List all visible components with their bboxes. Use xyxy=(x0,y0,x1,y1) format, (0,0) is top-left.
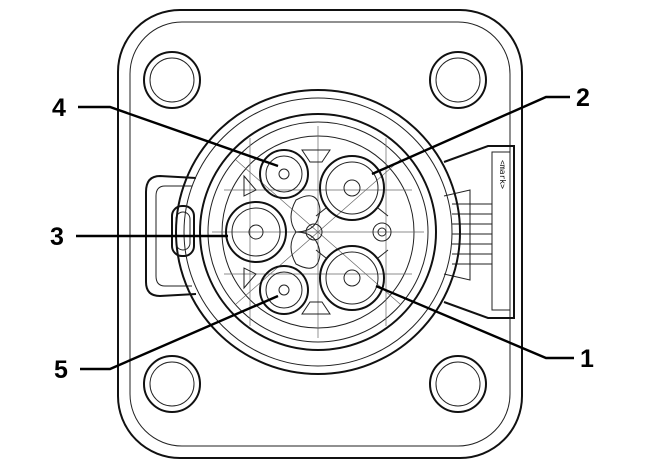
leader-pin-2 xyxy=(371,95,570,176)
mounting-hole-bottom-right xyxy=(429,355,487,413)
mounting-hole-bottom-left xyxy=(143,355,201,413)
pin-3 xyxy=(225,201,287,263)
connector-body xyxy=(175,89,461,375)
callout-pin-4: 4 xyxy=(52,94,66,122)
pin-insert xyxy=(243,149,392,315)
mounting-hole-top-left xyxy=(143,51,201,109)
pin-5 xyxy=(259,265,309,315)
mounting-holes xyxy=(143,51,487,413)
leader-lines xyxy=(76,95,574,371)
callout-pin-1: 1 xyxy=(580,345,594,373)
pin-4 xyxy=(259,149,309,199)
callout-pin-2: 2 xyxy=(576,84,590,112)
pin-2 xyxy=(315,155,389,221)
callout-pin-3: 3 xyxy=(50,223,64,251)
mounting-hole-top-right xyxy=(429,51,487,109)
side-marking: <mark> xyxy=(498,160,507,189)
leader-pin-4 xyxy=(78,105,279,168)
side-clip: <mark> xyxy=(443,145,515,319)
leader-pin-5 xyxy=(80,294,279,371)
callout-pin-5: 5 xyxy=(54,356,68,384)
leader-pin-1 xyxy=(375,284,574,360)
pin-1 xyxy=(315,245,389,311)
